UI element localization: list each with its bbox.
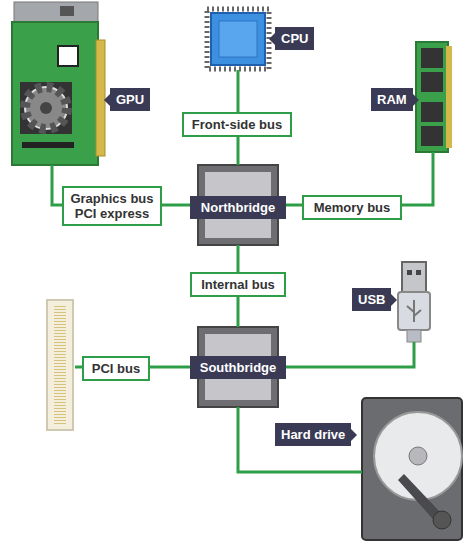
component-box: RAM — [415, 40, 451, 152]
gpu-bracket — [14, 2, 98, 24]
ram-chip — [421, 72, 443, 92]
usb-hole — [407, 270, 412, 275]
drive-pivot — [433, 511, 451, 529]
component-label: RAM — [371, 88, 413, 111]
component-label: Hard drive — [275, 423, 351, 446]
ram-chip — [421, 126, 443, 146]
ram-pins — [446, 46, 452, 148]
slot-body — [47, 300, 73, 430]
bus-label: PCI bus — [82, 356, 150, 381]
cpu-pins — [207, 9, 269, 69]
gpu-fan-housing — [20, 82, 72, 134]
gpu-board — [12, 22, 98, 165]
component-label: Northbridge — [190, 196, 286, 219]
drive-case — [362, 398, 462, 540]
component-label: USB — [352, 288, 391, 311]
component-label: Southbridge — [190, 356, 286, 379]
gpu-fan-blades — [25, 87, 67, 129]
bus-label: Graphics bus PCI express — [62, 186, 162, 226]
cpu-body — [211, 13, 265, 65]
component-box: Northbridge — [198, 165, 278, 245]
usb-hole — [416, 270, 421, 275]
ram-chip — [421, 48, 443, 68]
gpu-fan — [25, 87, 67, 129]
bus-line — [238, 407, 362, 472]
gpu-card — [12, 2, 105, 165]
component-box: USB — [396, 262, 432, 342]
gpu-chip — [58, 46, 78, 66]
ram-board — [416, 42, 448, 152]
component-box: GPU — [10, 20, 106, 165]
component-label: CPU — [275, 27, 314, 50]
gpu-strip — [22, 142, 74, 148]
component-box: Southbridge — [198, 327, 278, 407]
bus-label: Internal bus — [190, 272, 286, 297]
drive-platter — [374, 412, 462, 500]
bus-line — [278, 342, 414, 367]
drive-spindle — [409, 447, 427, 465]
component-box: CPU — [205, 8, 271, 70]
gpu-fan-hub — [40, 102, 52, 114]
cpu-chip — [207, 9, 269, 69]
component-box: Hard drive — [362, 398, 462, 540]
usb-tail — [407, 330, 421, 342]
bus-label: Front-side bus — [182, 112, 292, 137]
usb-body — [398, 292, 430, 330]
gpu-port — [60, 6, 74, 16]
usb-symbol — [407, 300, 421, 322]
pci-slot — [47, 300, 73, 430]
usb-plug — [398, 262, 430, 342]
component-label: GPU — [110, 88, 150, 111]
ram-chip — [421, 102, 443, 122]
ram-stick — [416, 42, 452, 152]
cpu-die — [219, 21, 257, 57]
slot-pins — [54, 306, 66, 424]
bus-label: Memory bus — [302, 195, 402, 220]
hard-drive — [362, 398, 462, 540]
usb-metal — [402, 262, 426, 292]
